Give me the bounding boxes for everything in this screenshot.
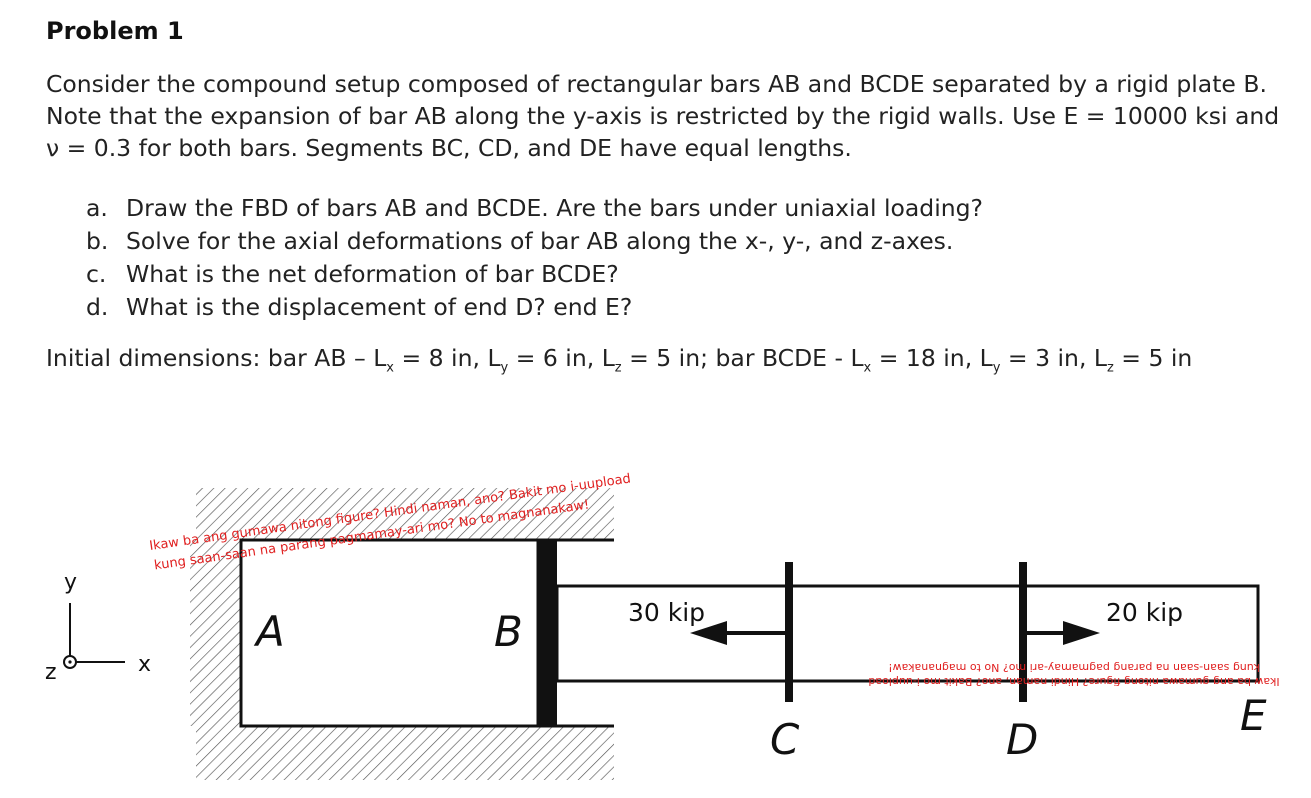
watermark-lower-line1: Ikaw ba ang gumawa nitong figure? Hindi …	[868, 675, 1279, 688]
problem-title: Problem 1	[46, 17, 184, 45]
question-text: What is the net deformation of bar BCDE?	[126, 260, 619, 288]
question-text: Solve for the axial deformations of bar …	[126, 227, 954, 255]
axis-label-y: y	[64, 570, 77, 595]
question-item-a: a. Draw the FBD of bars AB and BCDE. Are …	[86, 192, 983, 225]
question-label: b.	[86, 227, 109, 255]
ab-ly: 6 in	[542, 344, 587, 372]
dims-prefix: Initial dimensions: bar AB –	[46, 344, 374, 372]
label-b: B	[494, 607, 523, 656]
ab-lz: 5 in	[656, 344, 701, 372]
load-c-arrow-icon	[690, 621, 727, 645]
ab-lx: 8 in	[428, 344, 473, 372]
dims-mid: ; bar BCDE -	[700, 344, 851, 372]
bar-bcde	[555, 584, 1260, 683]
question-label: d.	[86, 293, 109, 321]
bcde-lz: 5 in	[1148, 344, 1193, 372]
z-axis-dot	[68, 660, 72, 664]
top-wall-hatch	[196, 488, 614, 540]
bcde-lx: 18 in	[905, 344, 965, 372]
question-item-b: b. Solve for the axial deformations of ba…	[86, 225, 983, 258]
bar-ab	[239, 538, 540, 728]
question-label: c.	[86, 260, 107, 288]
question-item-c: c. What is the net deformation of bar BCD…	[86, 258, 983, 291]
left-wall-hatch	[190, 540, 241, 726]
axis-label-x: x	[138, 652, 151, 677]
label-d: D	[1006, 715, 1038, 764]
question-text: What is the displacement of end D? end E…	[126, 293, 633, 321]
watermark-lower-line2: kung saan-saan na parang pagmamay-ari mo…	[888, 661, 1260, 674]
plate-c	[785, 562, 793, 702]
load-d-arrow-icon	[1063, 621, 1100, 645]
question-text: Draw the FBD of bars AB and BCDE. Are th…	[126, 194, 984, 222]
initial-dimensions: Initial dimensions: bar AB – Lx = 8 in, …	[46, 344, 1193, 376]
label-c: C	[770, 715, 800, 764]
bcde-ly: 3 in	[1035, 344, 1079, 372]
bottom-wall-hatch	[196, 726, 614, 780]
question-list: a. Draw the FBD of bars AB and BCDE. Are …	[86, 192, 983, 324]
question-label: a.	[86, 194, 108, 222]
watermark-lower: Ikaw ba ang gumawa nitong figure? Hindi …	[868, 661, 1279, 688]
axis-label-z: z	[45, 660, 57, 685]
label-e: E	[1240, 691, 1267, 740]
rigid-plate-b	[538, 540, 557, 726]
question-item-d: d. What is the displacement of end D? end…	[86, 291, 983, 324]
label-a: A	[253, 607, 285, 656]
plate-d	[1019, 562, 1027, 702]
problem-statement: Consider the compound setup composed of …	[46, 70, 1280, 162]
load-d-label: 20 kip	[1106, 598, 1183, 627]
load-c-label: 30 kip	[628, 598, 705, 627]
